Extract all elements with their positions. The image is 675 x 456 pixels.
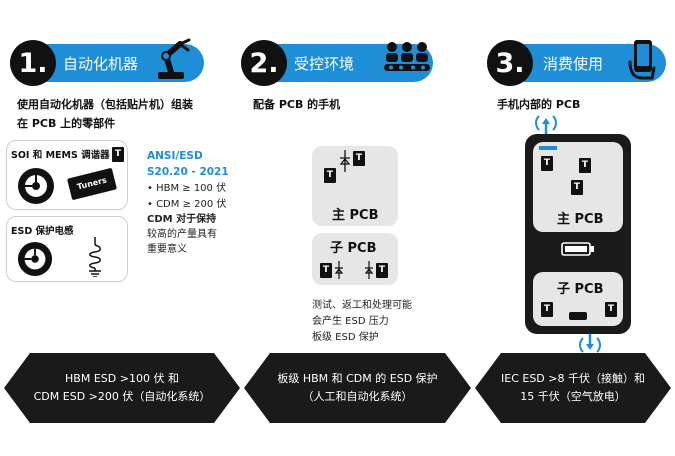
antenna-trace: [539, 146, 557, 150]
step-3-banner-line-2: 15 千伏（空气放电）: [520, 390, 626, 403]
tuner-card-label: SOI 和 MEMS 调谐器: [11, 150, 110, 161]
step-3-sub-pcb-label: 子 PCB: [557, 282, 604, 297]
esd-diode-icon: [334, 261, 344, 279]
step-1-title: 自动化机器: [63, 55, 139, 73]
sub-pcb-chip-icon: T: [605, 302, 617, 317]
cdm-note-1: CDM 对于保持: [147, 214, 217, 225]
cdm-threshold: • CDM ≥ 200 伏: [147, 199, 227, 210]
battery-icon: [561, 242, 594, 256]
step-1-number: 1.: [10, 40, 56, 86]
standard-title: ANSI/ESD: [147, 150, 203, 162]
hbm-threshold: • HBM ≥ 100 伏: [147, 183, 227, 194]
step-2-banner-line-2: （人工和自动化系统）: [302, 390, 413, 403]
step-2-note-1: 测试、返工和处理可能: [312, 300, 412, 311]
step-2-title: 受控环境: [294, 55, 355, 73]
robot-arm-icon: [158, 38, 191, 79]
step-1-desc-2: 在 PCB 上的零部件: [17, 117, 116, 130]
step-2-banner: 板级 HBM 和 CDM 的 ESD 保护 （人工和自动化系统）: [244, 353, 471, 423]
smartphone-frame: T T T 主 PCB 子 PCB T T: [525, 134, 631, 334]
step-2-sub-pcb: 子 PCB T T: [312, 233, 398, 285]
cdm-note-2: 较高的产量具有: [147, 229, 217, 240]
step-2-banner-line-1: 板级 HBM 和 CDM 的 ESD 保护: [277, 372, 438, 385]
inductor-card: ESD 保护电感: [6, 216, 128, 282]
sub-pcb-chip-icon: T: [320, 263, 332, 278]
tuner-card: SOI 和 MEMS 调谐器 T Tuners: [6, 140, 128, 210]
tuner-card-chip-icon: T: [112, 147, 124, 162]
step-1-banner-line-2: CDM ESD >200 伏（自动化系统）: [33, 390, 211, 403]
banner-arrow-shape: [4, 353, 240, 423]
sub-pcb-chip-icon: T: [376, 263, 388, 278]
tuner-chip-label: Tuners: [76, 175, 108, 192]
main-pcb-chip-icon: T: [324, 168, 336, 183]
standard-code: S20.20 - 2021: [147, 166, 229, 178]
esd-diode-icon: [364, 261, 374, 279]
step-3-number: 3.: [487, 40, 533, 86]
tuner-chip: Tuners: [67, 167, 117, 201]
main-pcb-chip-icon: T: [571, 180, 583, 195]
esd-diode-icon: [339, 150, 351, 172]
step-2-desc: 配备 PCB 的手机: [253, 98, 341, 111]
assembly-line-workers-icon: [384, 42, 430, 71]
step-2-number: 2.: [241, 40, 287, 86]
inductor-icon: [89, 237, 101, 277]
step-1-banner-line-1: HBM ESD >100 伏 和: [65, 372, 179, 385]
step-3-banner-line-1: IEC ESD >8 千伏（接触）和: [501, 372, 645, 385]
usb-port: [569, 312, 587, 320]
step-1-desc-1: 使用自动化机器（包括贴片机）组装: [17, 98, 193, 111]
step-2-main-pcb: T T 主 PCB: [312, 146, 398, 226]
main-pcb-chip-icon: T: [579, 158, 591, 173]
antenna-icon: [579, 334, 601, 353]
step-3-sub-pcb: 子 PCB T T: [533, 272, 623, 326]
cdm-note-3: 重要意义: [147, 244, 187, 255]
step-3-banner: IEC ESD >8 千伏（接触）和 15 千伏（空气放电）: [475, 353, 671, 423]
step-1-banner: HBM ESD >100 伏 和 CDM ESD >200 伏（自动化系统）: [4, 353, 240, 423]
main-pcb-chip-icon: T: [353, 151, 365, 166]
tape-reel-icon: [18, 168, 54, 204]
inductor-card-label: ESD 保护电感: [11, 226, 74, 237]
step-2-main-pcb-label: 主 PCB: [332, 208, 379, 223]
banner-arrow-shape: [244, 353, 471, 423]
banner-arrow-shape: [475, 353, 671, 423]
step-2-sub-pcb-label: 子 PCB: [330, 241, 377, 256]
step-3-title: 消费使用: [543, 55, 604, 73]
step-3-main-pcb: T T T 主 PCB: [533, 142, 623, 232]
tape-reel-icon: [17, 241, 53, 277]
step-3-desc: 手机内部的 PCB: [497, 98, 581, 111]
main-pcb-chip-icon: T: [541, 156, 553, 171]
step-3-main-pcb-label: 主 PCB: [557, 212, 604, 227]
step-2-note-2: 会产生 ESD 压力: [312, 316, 389, 327]
sub-pcb-chip-icon: T: [541, 302, 553, 317]
step-2-note-3: 板级 ESD 保护: [312, 332, 379, 343]
smartphone-hand-icon: [628, 40, 656, 80]
antenna-icon: [535, 115, 557, 136]
